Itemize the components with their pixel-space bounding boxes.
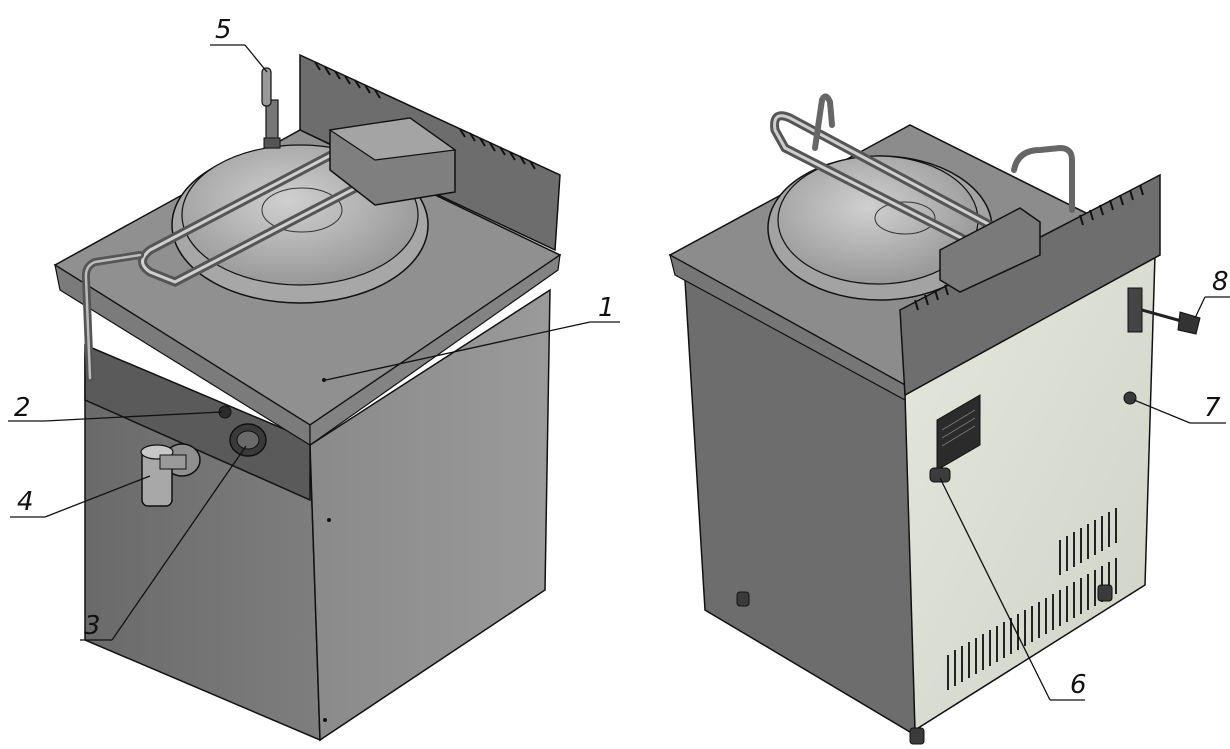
front-control-strip bbox=[84, 343, 311, 502]
front-lid-center bbox=[261, 187, 343, 233]
callout-4: 4 bbox=[17, 487, 34, 517]
control-knob bbox=[229, 423, 267, 457]
callouts: 1 2 3 4 5 6 7 8 bbox=[8, 15, 1230, 701]
rear-hinge-block bbox=[939, 207, 1041, 293]
drain-valve bbox=[140, 443, 201, 507]
front-right-panel bbox=[309, 288, 551, 742]
cable-gland bbox=[1123, 391, 1137, 405]
callout-8: 8 bbox=[1212, 267, 1229, 297]
front-top-edge-right bbox=[309, 253, 561, 447]
front-view bbox=[53, 53, 562, 742]
backsplash-vents bbox=[314, 61, 536, 170]
callout-7: 7 bbox=[1204, 393, 1221, 423]
rear-foot bbox=[736, 591, 750, 607]
callout-6: 6 bbox=[1070, 670, 1087, 700]
rear-connector bbox=[929, 467, 951, 483]
power-plug bbox=[1127, 287, 1201, 335]
callout-3: 3 bbox=[84, 611, 101, 641]
rear-view bbox=[668, 93, 1201, 745]
rear-foot bbox=[1097, 584, 1113, 602]
callout-1: 1 bbox=[598, 293, 615, 323]
rear-water-tap bbox=[1011, 144, 1075, 213]
rear-foot bbox=[909, 727, 925, 745]
water-fill-tap bbox=[261, 67, 281, 149]
callout-2: 2 bbox=[14, 393, 31, 423]
callout-5: 5 bbox=[215, 15, 232, 45]
rear-backsplash bbox=[899, 173, 1161, 397]
